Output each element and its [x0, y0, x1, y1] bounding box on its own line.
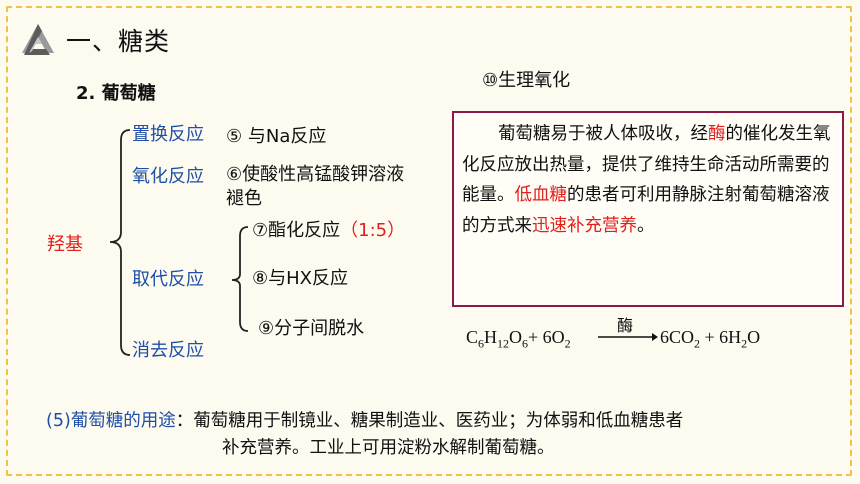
reaction-oxidation: 氧化反应	[132, 166, 204, 187]
reaction-substitution: 取代反应	[132, 269, 204, 290]
info-text-3: 的患者可利用静脉注射葡萄糖溶液的方式来	[462, 185, 830, 236]
root-group-hydroxyl: 羟基	[47, 234, 83, 255]
esterification-ratio: （1:5）	[340, 220, 406, 241]
item-kmno4-line2: 褪色	[226, 188, 262, 209]
section-title: 一、糖类	[66, 27, 171, 56]
info-enzyme: 酶	[708, 124, 726, 144]
info-text-4: 。	[637, 215, 655, 236]
equation-catalyst: 酶	[617, 316, 634, 335]
info-rapid-nutrition: 迅速补充营养	[532, 215, 637, 236]
item-hx-reaction: ⑧与HX反应	[252, 268, 349, 289]
item-na-reaction: ⑤ 与Na反应	[226, 126, 327, 147]
info-text-1: 葡萄糖易于被人体吸收，经	[498, 124, 708, 144]
info-hypoglycemia: 低血糖	[514, 185, 568, 205]
item-kmno4-line1: ⑥使酸性高锰酸钾溶液	[226, 164, 405, 185]
page-frame	[6, 6, 852, 476]
reaction-arrow-icon	[598, 333, 658, 341]
equation-rhs: 6CO2 + 6H2O	[660, 327, 761, 351]
usage-label: (5)葡萄糖的用途	[46, 411, 176, 431]
info-text-2: 的催化发生氧化反应放出热量，提供了维持生命活动所需要的能量。	[462, 124, 831, 205]
item-esterification-row: ⑦酯化反应（1:5）	[252, 216, 405, 242]
equation-lhs: C6H12O6+ 6O2	[466, 327, 571, 351]
usage-text-2: 补充营养。工业上可用淀粉水解制葡萄糖。	[222, 438, 555, 458]
penrose-triangle-icon	[22, 24, 54, 55]
item-esterification: ⑦酯化反应	[252, 220, 341, 241]
item-intermolecular-dehydration: ⑨分子间脱水	[258, 318, 365, 339]
reaction-elimination: 消去反应	[132, 340, 204, 361]
item-physiological-oxidation: ⑩生理氧化	[482, 70, 571, 91]
usage-text-1: 葡萄糖用于制镜业、糖果制造业、医药业；为体弱和低血糖患者	[193, 411, 684, 431]
info-box: 葡萄糖易于被人体吸收，经酶的催化发生氧化反应放出热量，提供了维持生命活动所需要的…	[452, 111, 844, 307]
subheading: 2. 葡萄糖	[76, 83, 156, 104]
usage-line1: (5)葡萄糖的用途：葡萄糖用于制镜业、糖果制造业、医药业；为体弱和低血糖患者	[46, 411, 684, 431]
reaction-replacement: 置换反应	[132, 124, 204, 145]
